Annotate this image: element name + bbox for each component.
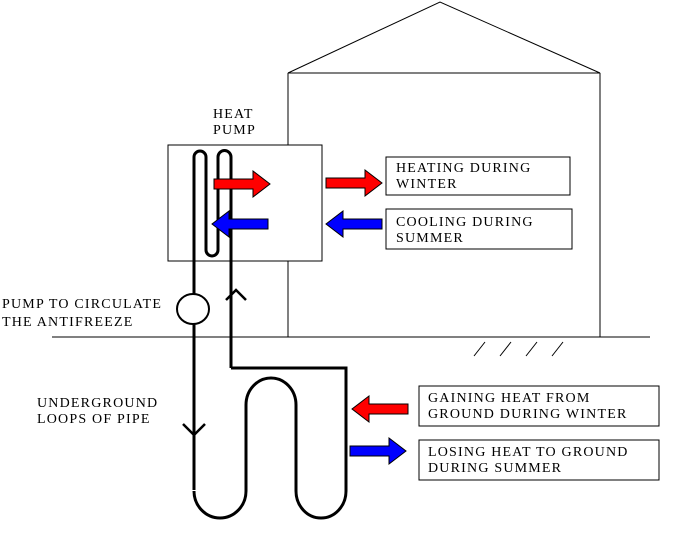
heating-during-winter-box bbox=[385, 156, 571, 196]
ground-hatch bbox=[473, 341, 564, 357]
pump-label-line2: THE ANTIFREEZE bbox=[2, 315, 134, 330]
heat-pump-coil-left bbox=[192, 149, 208, 260]
heat-pump-label-line1: HEAT bbox=[213, 107, 254, 122]
underground-label-line2: LOOPS OF PIPE bbox=[37, 412, 151, 427]
heating-box-line1: HEATING DURING bbox=[396, 161, 531, 176]
heat-pump-red-arrow-icon bbox=[213, 169, 271, 199]
losing-heat-box bbox=[418, 439, 660, 481]
flow-arrow-down-icon bbox=[182, 423, 206, 437]
cooling-during-summer-box bbox=[385, 208, 573, 250]
pump-label-line1: PUMP TO CIRCULATE bbox=[2, 297, 162, 312]
heat-pump-blue-arrow-icon bbox=[211, 209, 269, 239]
losing-box-line1: LOSING HEAT TO GROUND bbox=[428, 445, 629, 460]
cooling-box-line2: SUMMER bbox=[396, 231, 464, 246]
cooling-blue-arrow-icon bbox=[325, 209, 383, 239]
circulation-pump bbox=[176, 293, 210, 325]
house-roof bbox=[287, 1, 601, 74]
losing-box-line2: DURING SUMMER bbox=[428, 461, 562, 476]
heat-pump-coil-right bbox=[204, 149, 233, 260]
gaining-heat-red-arrow-icon bbox=[351, 394, 409, 424]
gaining-heat-box bbox=[418, 385, 660, 427]
underground-loop-pipe bbox=[192, 366, 348, 520]
heating-box-line2: WINTER bbox=[396, 177, 458, 192]
gaining-box-line1: GAINING HEAT FROM bbox=[428, 391, 590, 406]
heat-pump-box bbox=[167, 144, 323, 262]
gaining-box-line2: GROUND DURING WINTER bbox=[428, 407, 628, 422]
losing-heat-blue-arrow-icon bbox=[349, 436, 407, 466]
heating-red-arrow-icon bbox=[325, 168, 383, 198]
cooling-box-line1: COOLING DURING bbox=[396, 215, 534, 230]
flow-arrow-up-icon bbox=[225, 288, 247, 301]
heat-pump-label-line2: PUMP bbox=[213, 123, 256, 138]
underground-label-line1: UNDERGROUND bbox=[37, 396, 158, 411]
